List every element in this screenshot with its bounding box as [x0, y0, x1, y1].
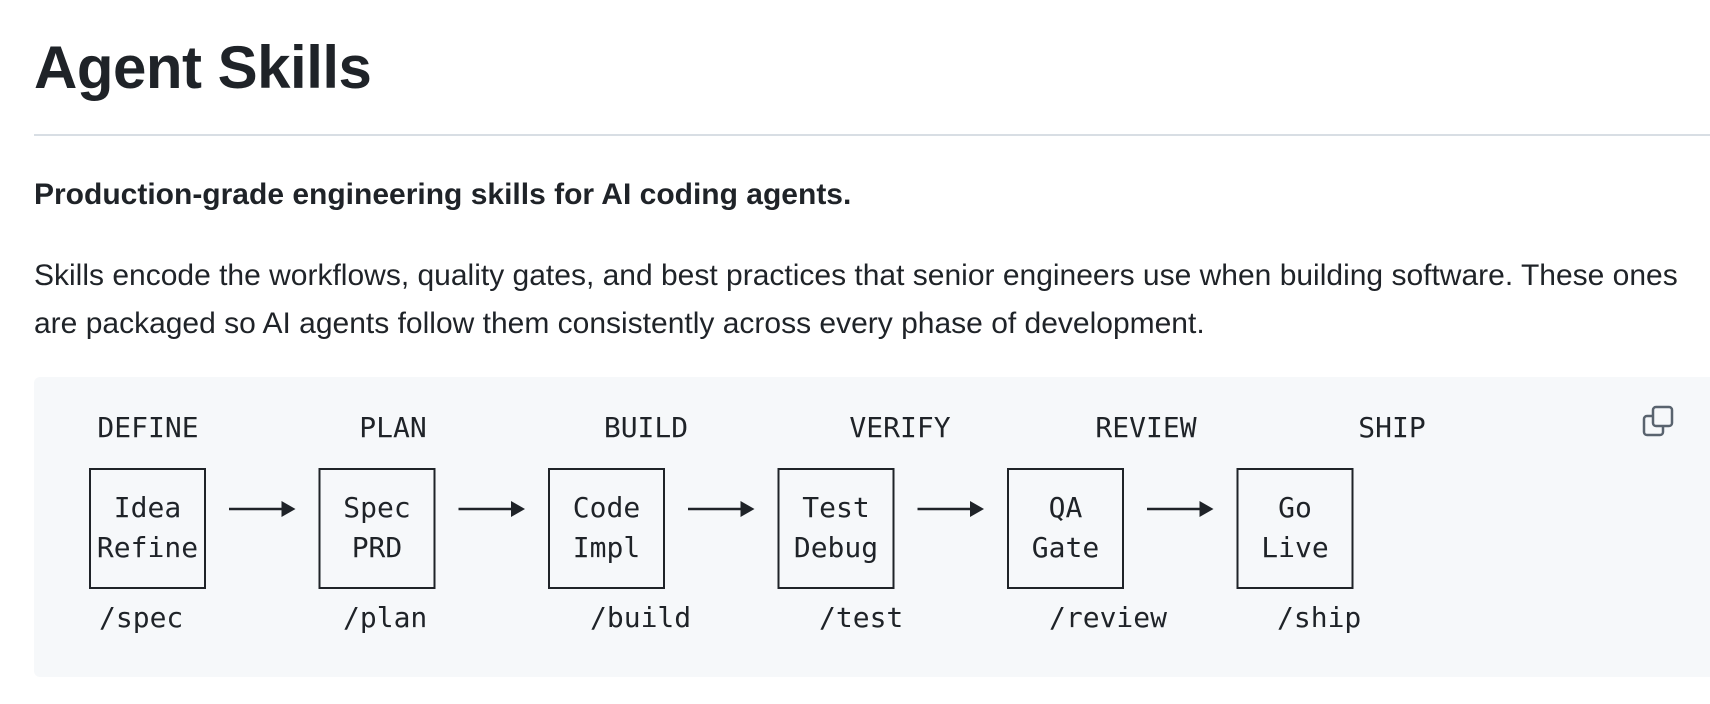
stage-box [777, 468, 895, 589]
title-divider [34, 134, 1710, 136]
flow-arrow-icon [740, 501, 755, 517]
stage-line-1: Spec [343, 491, 410, 524]
flow-arrow-icon [281, 501, 296, 517]
stage-box [1007, 468, 1124, 589]
stage-line-1: Code [573, 491, 640, 524]
copy-icon [1642, 405, 1674, 437]
phase-label: VERIFY [849, 411, 950, 444]
stage-line-2: Gate [1032, 531, 1099, 564]
stage-line-2: PRD [352, 531, 403, 564]
skill-command: /review [1049, 601, 1167, 634]
flow-arrow-icon [970, 501, 984, 517]
page-title: Agent Skills [34, 34, 372, 101]
stage-line-2: Debug [794, 531, 878, 564]
stage-line-2: Refine [97, 531, 198, 564]
skill-command: /build [590, 601, 691, 634]
phase-label: REVIEW [1095, 411, 1196, 444]
intro-paragraph: Skills encode the workflows, quality gat… [34, 259, 1678, 340]
phase-label: DEFINE [97, 411, 198, 444]
stage-line-1: Test [802, 491, 869, 524]
stage-box [89, 468, 206, 589]
stage-line-2: Live [1261, 531, 1328, 564]
stage-line-1: Idea [114, 491, 181, 524]
flow-arrow-icon [1199, 501, 1214, 517]
stage-line-1: Go [1278, 491, 1312, 524]
stage-line-2: Impl [573, 531, 640, 564]
stage-box [318, 468, 436, 589]
phase-label: PLAN [359, 411, 426, 444]
tagline: Production-grade engineering skills for … [34, 178, 852, 211]
skill-command: /spec [99, 601, 183, 634]
phase-label: SHIP [1358, 411, 1425, 444]
skill-command: /test [819, 601, 903, 634]
skill-command: /plan [343, 601, 427, 634]
skill-command: /ship [1277, 601, 1361, 634]
phase-label: BUILD [604, 411, 688, 444]
stage-box [1236, 468, 1354, 589]
copy-button[interactable] [1640, 403, 1680, 443]
flow-arrow-icon [511, 501, 525, 517]
stage-box [548, 468, 665, 589]
stage-line-1: QA [1049, 491, 1083, 524]
